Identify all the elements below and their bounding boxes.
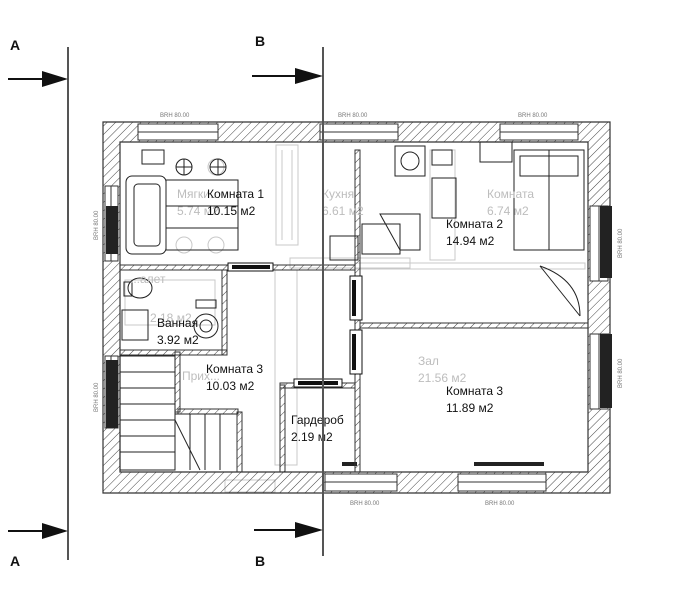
window-tag-top-2: BRH 80.00 [338,113,368,119]
room-area-room3-right: 11.89 м2 [446,401,494,415]
room-label-room3-right: Комната 3 [446,384,503,398]
room-area-bath: 3.92 м2 [157,333,199,347]
window-frames [106,206,612,466]
door-leaves [232,265,356,385]
ghost-label-kitchen: Кухня [322,187,354,201]
room-area-room3-left: 10.03 м2 [206,379,255,393]
section-label-a-top: A [10,37,20,53]
window-tag-top-3: BRH 80.00 [518,113,548,119]
ghost-label-soft-area: 5.74 м2 [177,204,219,218]
room-area-room2: 14.94 м2 [446,234,495,248]
section-label-b-bottom: B [255,553,265,569]
room-label-wardrobe: Гардероб [291,413,344,427]
section-arrows [8,68,323,539]
section-label-a-bottom: A [10,553,20,569]
ghost-label-wc-area: 2.18 м2 [150,311,192,325]
ghost-label-room: Комната [487,187,534,201]
window-tag-left-1: BRH 80.00 [94,210,100,240]
ghost-label-soft: Мягки... [177,187,220,201]
room-label-room2: Комната 2 [446,217,503,231]
ghost-label-entry: Прих... [182,369,220,383]
room-label-bath: Ванная [157,316,198,330]
section-lines [67,47,324,560]
room-area-wardrobe: 2.19 м2 [291,430,333,444]
section-label-b-top: B [255,33,265,49]
room-label-room1: Комната 1 [207,187,264,201]
ghost-label-kitchen-area: 6.61 м2 [322,204,364,218]
ghost-label-wc: ...алет [130,272,166,286]
window-tag-top-1: BRH 80.00 [160,113,190,119]
ghost-label-hall: Зал [418,354,439,368]
room-label-room3-left: Комната 3 [206,362,263,376]
ghost-label-hall-area: 21.56 м2 [418,371,467,385]
window-tag-left-2: BRH 80.00 [94,382,100,412]
furniture [119,141,585,471]
window-tag-bottom-1: BRH 80.00 [350,501,380,507]
window-tag-right-2: BRH 80.00 [618,358,624,388]
ghost-label-room-area: 6.74 м2 [487,204,529,218]
window-tag-bottom-2: BRH 80.00 [485,501,515,507]
window-tag-right-1: BRH 80.00 [618,228,624,258]
room-area-room1: 10.15 м2 [207,204,256,218]
